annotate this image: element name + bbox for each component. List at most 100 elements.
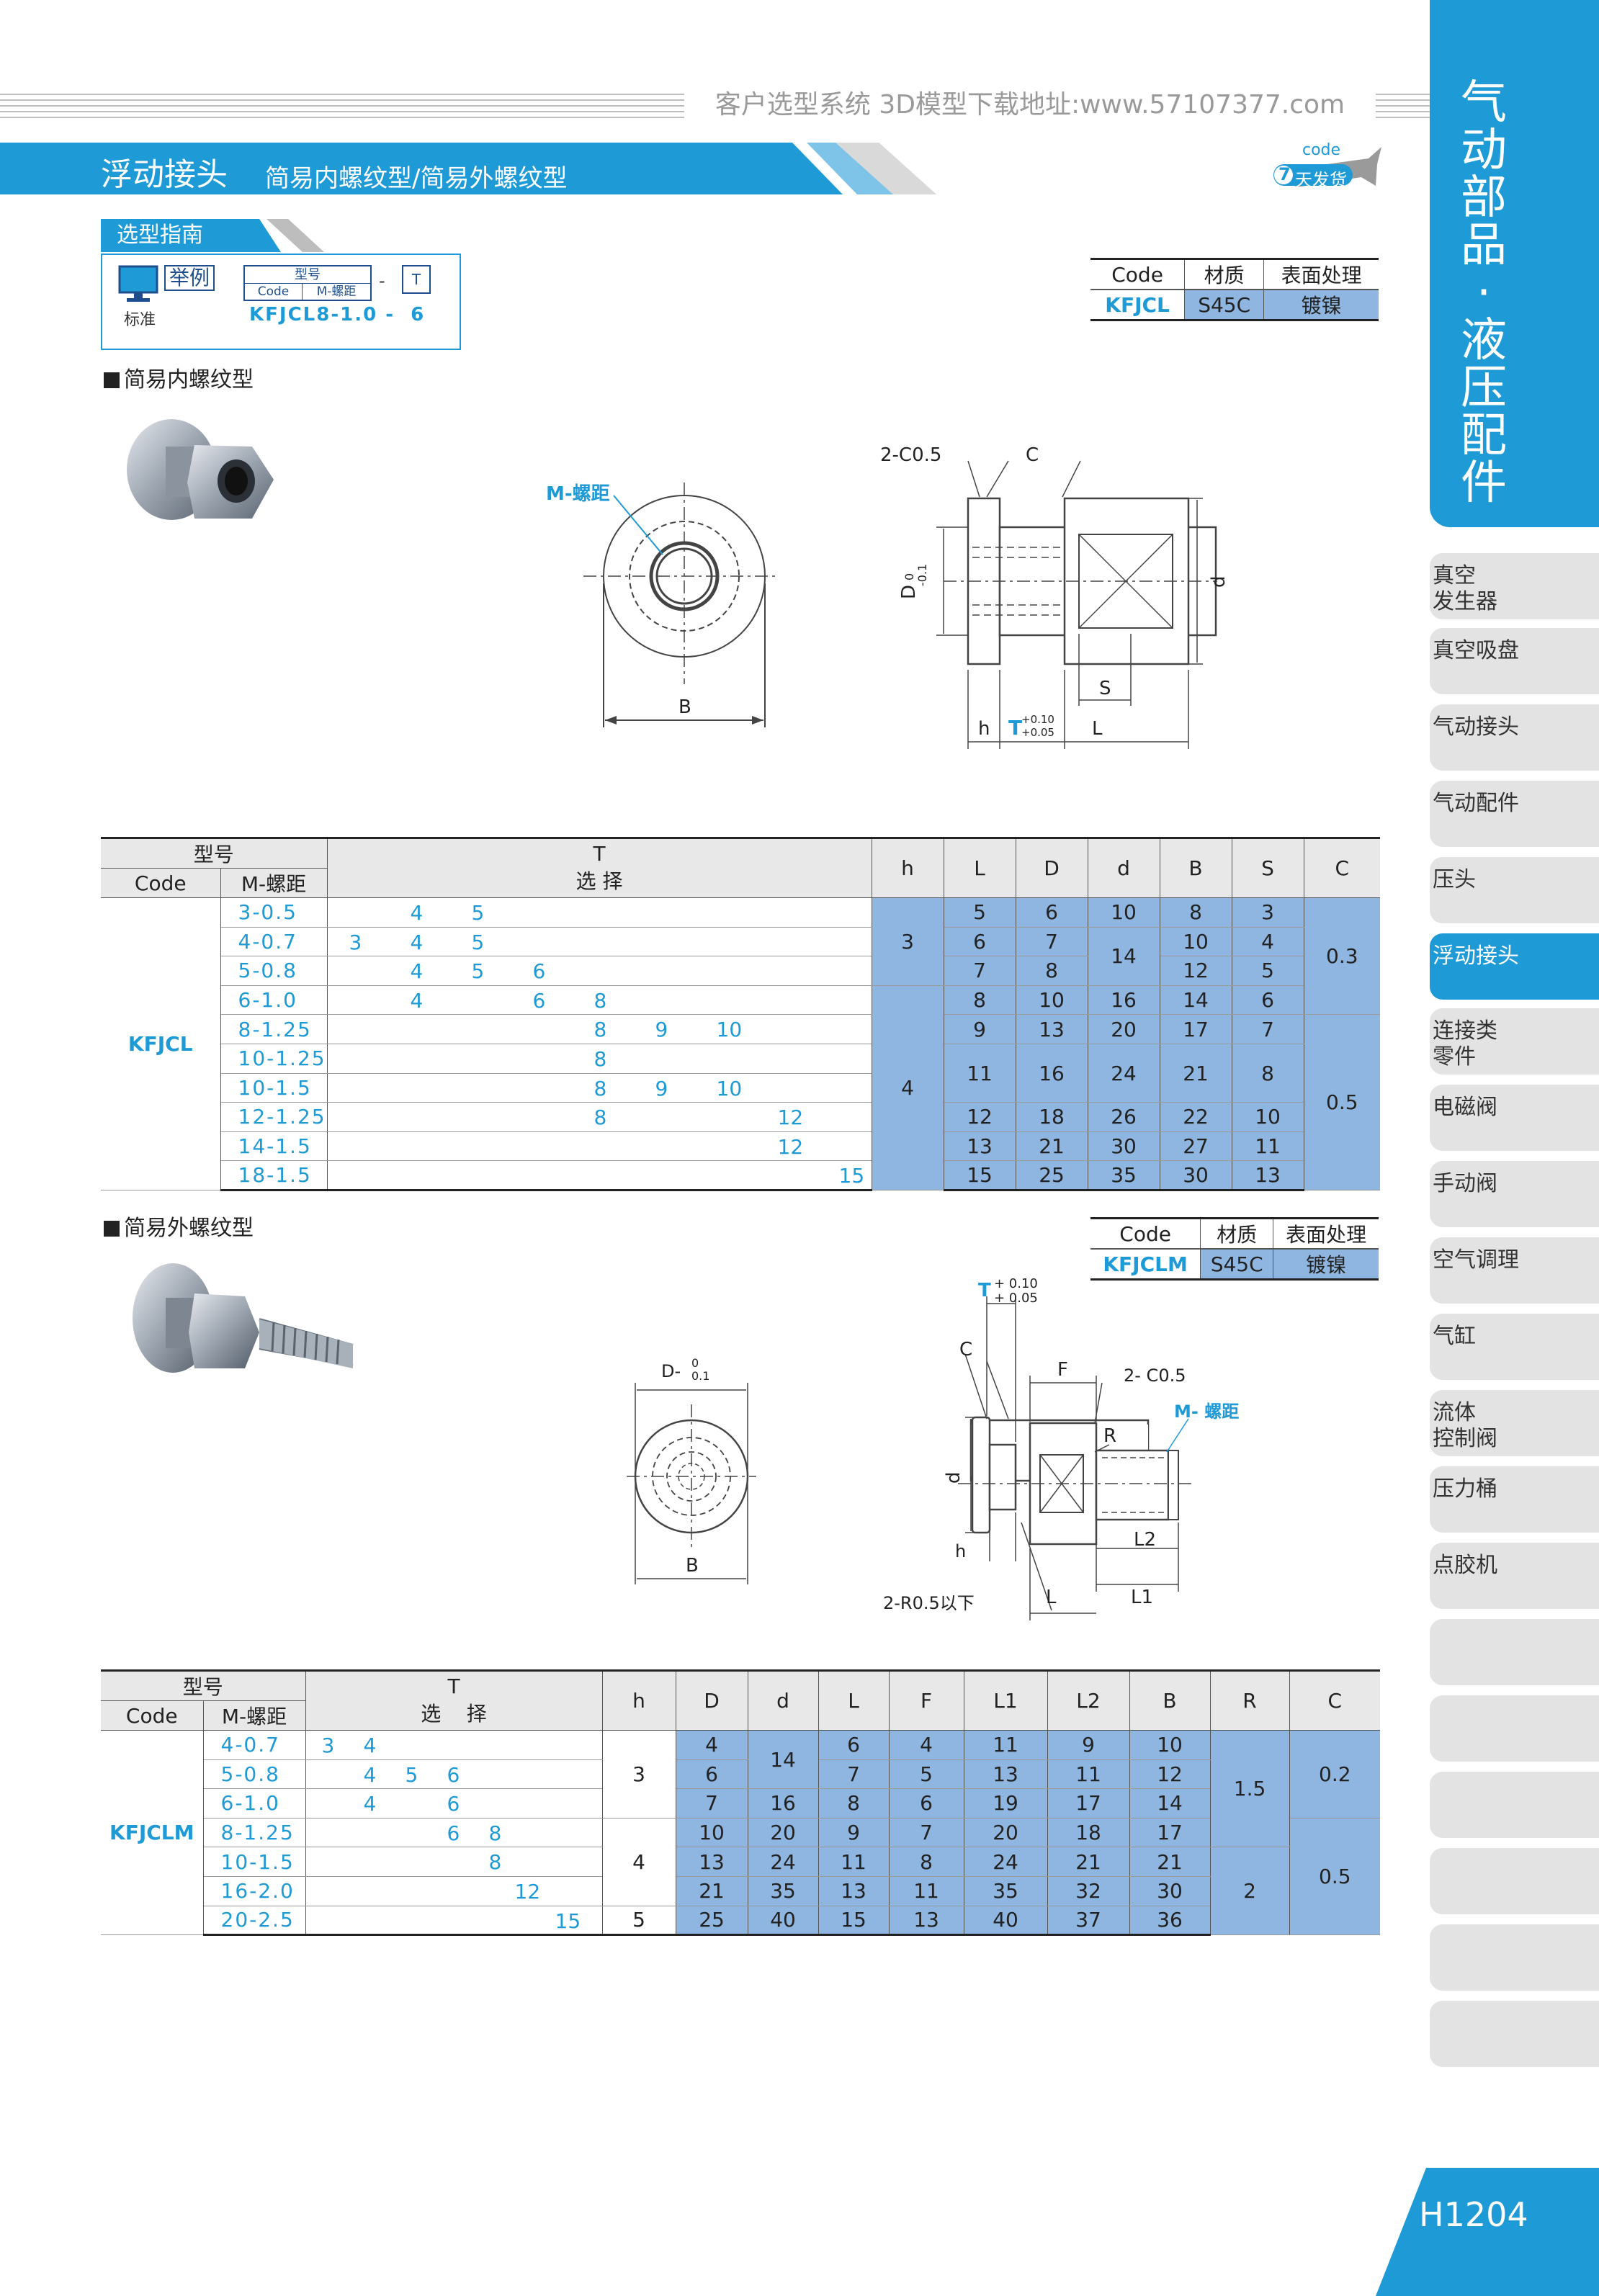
badge-code: code (1302, 141, 1341, 159)
sidebar-item-16[interactable] (1430, 1772, 1599, 1838)
t2-F: 6 (888, 1788, 964, 1819)
drawing-external-side: T + 0.10 + 0.05 C F 2- C0.5 R M- 螺距 d h … (883, 1276, 1239, 1620)
t1-S: 4 (1231, 926, 1304, 957)
sidebar-item-10[interactable]: 气缸 (1430, 1314, 1599, 1380)
t2-L2: 11 (1047, 1759, 1130, 1790)
t1-pitch: 18-1.5 (220, 1160, 328, 1191)
t1-L: 7 (943, 956, 1016, 986)
sidebar-item-8[interactable]: 手动阀 (1430, 1161, 1599, 1227)
t2-R: 2 (1209, 1847, 1290, 1936)
t-header-box: T (402, 265, 431, 294)
t1-t-value: 4 (410, 930, 424, 954)
dash-sep: - (379, 271, 385, 291)
page-number: H1204 (1376, 2168, 1599, 2296)
t1-header-model: 型号 (101, 837, 328, 869)
t1-L: 8 (943, 985, 1016, 1015)
t2-header-L: L (818, 1669, 890, 1731)
t1-d: 14 (1087, 926, 1160, 986)
dim2-t-tol-bot: + 0.05 (994, 1291, 1038, 1306)
t2-D: 13 (675, 1847, 748, 1877)
t1-S: 3 (1231, 897, 1304, 928)
dim2-l2: L2 (1134, 1529, 1156, 1551)
t1-t-value: 5 (471, 930, 485, 954)
sidebar-item-7[interactable]: 电磁阀 (1430, 1085, 1599, 1151)
t2-h: 4 (601, 1817, 676, 1906)
sidebar-item-2[interactable]: 气动接头 (1430, 704, 1599, 771)
mat-surface: 镀镍 (1263, 290, 1379, 321)
sidebar-item-6[interactable]: 连接类 零件 (1430, 1008, 1599, 1075)
t2-D: 7 (675, 1788, 748, 1819)
example-value: KFJCL8-1.0 - 6 (249, 304, 426, 326)
t1-B: 22 (1159, 1102, 1232, 1132)
sidebar-item-13[interactable]: 点胶机 (1430, 1543, 1599, 1609)
t1-D: 10 (1015, 985, 1088, 1015)
t1-L: 5 (943, 897, 1016, 928)
sidebar-item-9[interactable]: 空气调理 (1430, 1237, 1599, 1304)
t1-t-value: 5 (471, 959, 485, 984)
section-1-title: 简易内螺纹型 (104, 362, 254, 393)
t1-L: 6 (943, 926, 1016, 957)
t2-t-value: 6 (447, 1821, 460, 1845)
sidebar-item-19[interactable] (1430, 2001, 1599, 2067)
t2-t-value: 15 (555, 1909, 581, 1933)
t1-C: 0.3 (1303, 897, 1381, 1015)
sidebar-item-12[interactable]: 压力桶 (1430, 1466, 1599, 1533)
t2-L: 15 (818, 1905, 890, 1937)
mat2-material: S45C (1200, 1249, 1273, 1281)
t2-L2: 18 (1047, 1817, 1130, 1848)
t2-header-F: F (888, 1669, 964, 1731)
t1-S: 13 (1231, 1160, 1304, 1191)
sidebar-item-4[interactable]: 压头 (1430, 857, 1599, 923)
t2-t-select: 8 (305, 1847, 603, 1877)
t2-d: 40 (747, 1905, 819, 1937)
t2-header-model: 型号 (101, 1669, 306, 1701)
t1-t-value: 4 (410, 988, 424, 1013)
t1-t-value: 8 (594, 1076, 607, 1100)
t2-header-pitch: M-螺距 (202, 1700, 306, 1731)
sidebar-item-11[interactable]: 流体 控制阀 (1430, 1390, 1599, 1456)
sidebar-item-14[interactable] (1430, 1619, 1599, 1685)
dim2-D-tol-top: 0 (691, 1356, 699, 1370)
sidebar-item-3[interactable]: 气动配件 (1430, 781, 1599, 847)
t1-d: 26 (1087, 1102, 1160, 1132)
dim2-D-tol-bot: 0.1 (691, 1369, 709, 1383)
t2-d: 16 (747, 1788, 819, 1819)
t1-d: 10 (1087, 897, 1160, 928)
t1-h: 3 (871, 897, 944, 986)
sidebar-item-17[interactable] (1430, 1848, 1599, 1914)
t1-D: 21 (1015, 1131, 1088, 1162)
t1-header-d: d (1087, 837, 1160, 898)
t1-S: 7 (1231, 1014, 1304, 1044)
dim2-chamfer: 2- C0.5 (1124, 1366, 1186, 1386)
sidebar-item-5[interactable]: 浮动接头 (1430, 933, 1599, 1000)
sidebar-item-18[interactable] (1430, 1924, 1599, 1991)
drawing-external-front: D- 0 0.1 B (627, 1356, 756, 1584)
t1-L: 11 (943, 1043, 1016, 1103)
t1-D: 25 (1015, 1160, 1088, 1191)
example-label: 举例 (164, 265, 215, 291)
dim2-l: L (1046, 1587, 1057, 1608)
sidebar-item-0[interactable]: 真空 发生器 (1430, 553, 1599, 619)
t1-d: 30 (1087, 1131, 1160, 1162)
t2-L1: 13 (963, 1759, 1048, 1790)
sidebar-item-15[interactable] (1430, 1695, 1599, 1762)
t1-header-B: B (1159, 837, 1232, 898)
sidebar-item-1[interactable]: 真空吸盘 (1430, 628, 1599, 694)
monitor-icon (118, 265, 158, 302)
t1-t-value: 9 (655, 1018, 668, 1042)
page-subtitle: 简易内螺纹型/简易外螺纹型 (265, 164, 568, 193)
t2-B: 21 (1129, 1847, 1211, 1877)
t2-L1: 24 (963, 1847, 1048, 1877)
t2-L2: 9 (1047, 1730, 1130, 1760)
section-2-title: 简易外螺纹型 (104, 1210, 254, 1242)
